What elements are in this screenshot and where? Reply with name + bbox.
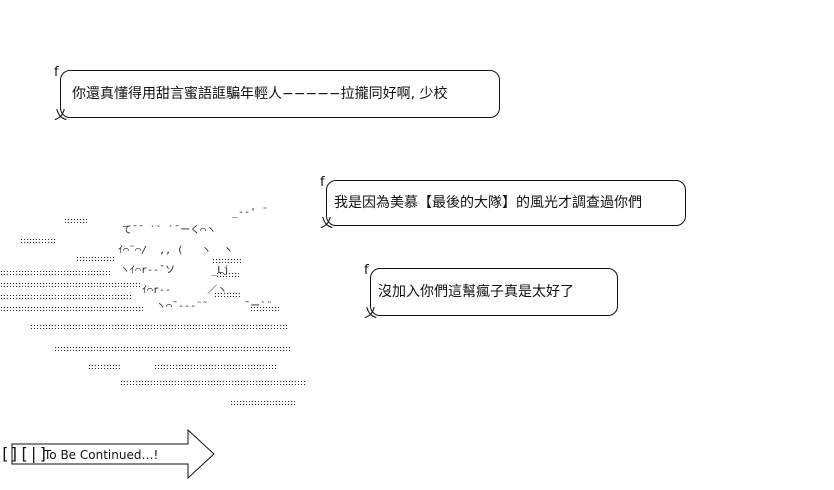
arrow-icon <box>11 428 215 480</box>
bubble-text: 沒加入你們這幫瘋子真是太好了 <box>378 284 574 300</box>
speech-bubble-1: f 乂 你還真懂得用甜言蜜語誆騙年輕人−−−−−拉攏同好啊, 少校 <box>54 66 500 122</box>
bubble-text: 我是因為美慕【最後的大隊】的風光才調查過你們 <box>334 195 642 211</box>
speech-bubble-3: f 乂 沒加入你們這幫瘋子真是太好了 <box>364 264 618 320</box>
shading <box>212 258 242 264</box>
art-line: て¯¯ ˋ` ˋ¯ーく⌒ヽ <box>122 225 217 236</box>
shading <box>120 380 306 386</box>
shading <box>20 238 56 244</box>
shading <box>214 292 240 298</box>
bubble-text: 你還真懂得用甜言蜜語誆騙年輕人−−−−−拉攏同好啊, 少校 <box>72 86 448 102</box>
shading <box>76 256 116 262</box>
art-line: _-‐' ¨ <box>232 207 269 218</box>
bubble-mark-top: f <box>320 175 325 190</box>
bubble-mark-top: f <box>364 263 369 278</box>
shading <box>250 306 280 312</box>
shading <box>230 400 296 406</box>
bubble-mark-bottom: 乂 <box>54 108 68 123</box>
shading <box>0 282 140 288</box>
shading <box>0 306 144 312</box>
bubble-frame <box>326 180 686 226</box>
bubble-frame <box>60 70 500 118</box>
arrow-label: To Be Continued…! <box>44 448 159 462</box>
shading <box>64 218 88 224</box>
art-line: ヽｲ⌒r‐‐¯ソ _Lj <box>120 265 230 276</box>
to-be-continued-arrow: [][|] To Be Continued…! <box>0 428 220 480</box>
art-line: ｲ⌒r‐‐ ／ヽ <box>142 285 228 296</box>
bubble-mark-bottom: 乂 <box>320 216 334 231</box>
speech-bubble-2: f 乂 我是因為美慕【最後的大隊】的風光才調查過你們 <box>320 176 686 230</box>
art-line: ｲ⌒¨⌒/ ,, ( ヽ ヽ <box>118 245 234 256</box>
shading <box>216 272 240 278</box>
bubble-mark-bottom: 乂 <box>364 306 378 321</box>
shading <box>88 364 120 370</box>
shading <box>154 364 278 370</box>
shading <box>30 324 288 330</box>
shading <box>0 294 132 300</box>
bracket-mark: [][|] <box>0 444 49 463</box>
shading <box>0 270 112 276</box>
bubble-frame <box>370 268 618 316</box>
bubble-mark-top: f <box>54 65 59 80</box>
shading <box>54 346 290 352</box>
